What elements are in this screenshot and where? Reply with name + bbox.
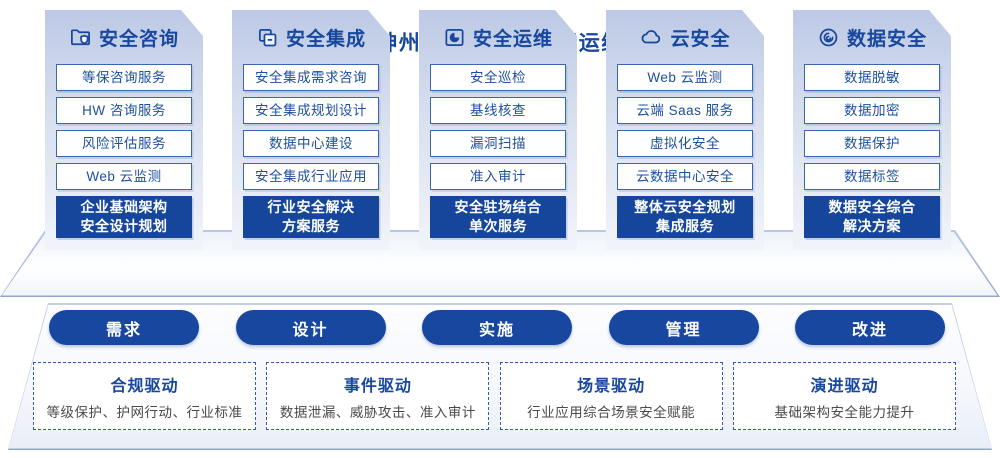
driver-title: 场景驱动 — [577, 377, 646, 395]
column-header: 数据安全 — [793, 10, 951, 64]
driver-title: 演进驱动 — [810, 377, 879, 395]
service-item: 数据标签 — [804, 163, 940, 190]
column-footer: 整体云安全规划 集成服务 — [617, 196, 753, 238]
column-title: 安全运维 — [472, 28, 553, 50]
service-item: Web 云监测 — [617, 64, 753, 91]
driver-boxes: 合规驱动 等级保护、护网行动、行业标准 事件驱动 数据泄漏、威胁攻击、准入审计 … — [33, 362, 956, 430]
driver-compliance: 合规驱动 等级保护、护网行动、行业标准 — [33, 362, 256, 430]
service-item: 安全集成行业应用 — [243, 163, 379, 190]
driver-evolution: 演进驱动 基础架构安全能力提升 — [732, 362, 956, 430]
pill-design: 设计 — [235, 310, 386, 345]
column-footer: 行业安全解决 方案服务 — [243, 196, 379, 238]
column-title: 云安全 — [670, 28, 731, 50]
service-item: 数据加密 — [804, 97, 940, 124]
column-data-security: 数据安全 数据脱敏 数据加密 数据保护 数据标签 数据安全综合 解决方案 — [793, 10, 951, 250]
service-item: 等保咨询服务 — [56, 64, 192, 91]
column-security-operations: 安全运维 安全巡检 基线核查 漏洞扫描 准入审计 安全驻场结合 单次服务 — [419, 10, 577, 250]
service-item: 安全集成规划设计 — [243, 97, 379, 124]
column-security-integration: 安全集成 安全集成需求咨询 安全集成规划设计 数据中心建设 安全集成行业应用 行… — [232, 10, 390, 250]
service-item: 漏洞扫描 — [430, 130, 566, 157]
column-title: 数据安全 — [846, 28, 927, 50]
driver-desc: 基础架构安全能力提升 — [774, 404, 915, 420]
cloud-icon — [639, 25, 663, 49]
monitor-pie-icon — [443, 26, 466, 49]
driver-title: 合规驱动 — [110, 377, 179, 395]
pill-requirement: 需求 — [49, 310, 199, 345]
pill-management: 管理 — [608, 310, 759, 345]
column-cloud-security: 云安全 Web 云监测 云端 Saas 服务 虚拟化安全 云数据中心安全 整体云… — [606, 10, 764, 250]
service-item: 数据保护 — [804, 130, 940, 157]
folder-shield-icon — [69, 26, 92, 49]
column-header: 安全咨询 — [45, 10, 203, 64]
pill-improvement: 改进 — [795, 310, 945, 345]
service-item: 安全巡检 — [430, 64, 566, 91]
column-title: 安全集成 — [285, 28, 366, 50]
driver-desc: 等级保护、护网行动、行业标准 — [46, 404, 243, 420]
column-header: 安全集成 — [232, 10, 390, 64]
column-footer: 数据安全综合 解决方案 — [804, 196, 940, 238]
driver-desc: 行业应用综合场景安全赋能 — [527, 404, 696, 420]
driver-desc: 数据泄漏、威胁攻击、准入审计 — [279, 404, 476, 420]
service-item: 基线核查 — [430, 97, 566, 124]
service-columns: 安全咨询 等保咨询服务 HW 咨询服务 风险评估服务 Web 云监测 企业基础架… — [45, 10, 951, 250]
service-item: HW 咨询服务 — [56, 97, 192, 124]
pill-implementation: 实施 — [422, 310, 572, 345]
service-item: 风险评估服务 — [56, 130, 192, 157]
copy-squares-icon — [256, 26, 279, 49]
service-item: 云端 Saas 服务 — [617, 97, 753, 124]
column-security-consulting: 安全咨询 等保咨询服务 HW 咨询服务 风险评估服务 Web 云监测 企业基础架… — [45, 10, 203, 250]
service-item: 数据脱敏 — [804, 64, 940, 91]
driver-scenario: 场景驱动 行业应用综合场景安全赋能 — [499, 362, 723, 430]
column-header: 安全运维 — [419, 10, 577, 64]
service-item: 虚拟化安全 — [617, 130, 753, 157]
service-item: 准入审计 — [430, 163, 566, 190]
driver-title: 事件驱动 — [343, 377, 412, 395]
service-item: 数据中心建设 — [243, 130, 379, 157]
service-item: 安全集成需求咨询 — [243, 64, 379, 91]
column-header: 云安全 — [606, 10, 764, 64]
column-title: 安全咨询 — [98, 28, 179, 50]
phase-pills: 需求 设计 实施 管理 改进 — [49, 310, 945, 345]
driver-incident: 事件驱动 数据泄漏、威胁攻击、准入审计 — [266, 362, 490, 430]
column-footer: 安全驻场结合 单次服务 — [430, 196, 566, 238]
service-item: Web 云监测 — [56, 163, 192, 190]
column-footer: 企业基础架构 安全设计规划 — [56, 196, 192, 238]
fingerprint-icon — [817, 26, 840, 49]
service-item: 云数据中心安全 — [617, 163, 753, 190]
